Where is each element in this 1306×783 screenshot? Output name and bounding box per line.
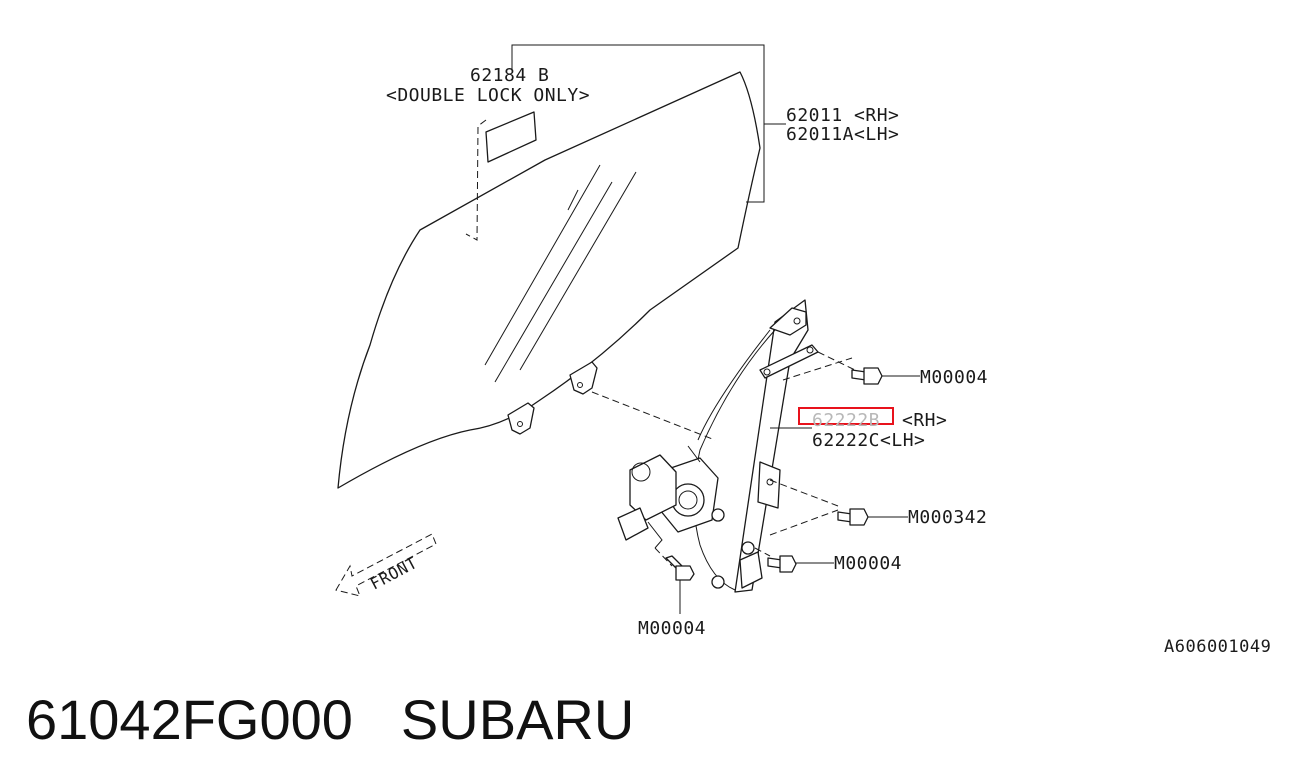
callout-bolt-upper[interactable]: M00004	[920, 367, 988, 388]
part-number: 61042FG000	[26, 688, 353, 751]
regulator-bolt-dashed-lower	[754, 547, 771, 557]
callout-glass-rh[interactable]: 62011 <RH>	[786, 105, 899, 126]
callout-bolt-bottom[interactable]: M00004	[638, 618, 706, 639]
double-lock-seal[interactable]	[485, 111, 537, 163]
window-regulator[interactable]	[617, 299, 819, 593]
regulator-bolt-dashed-mid	[769, 479, 839, 536]
mount-link-dashed	[591, 391, 716, 441]
bolt-bottom[interactable]	[665, 555, 695, 581]
front-arrow: FRONT	[335, 533, 437, 597]
glass-mount-tab-rear	[569, 361, 598, 395]
callout-glass-lh[interactable]: 62011A<LH>	[786, 124, 899, 145]
front-arrow-label: FRONT	[367, 553, 421, 594]
highlight-box	[798, 407, 894, 425]
bolt-mid[interactable]	[837, 508, 869, 526]
regulator-bolt-dashed-bottom	[654, 547, 673, 567]
callout-regulator-rh-number[interactable]: 62222B	[812, 410, 880, 431]
brand-name: SUBARU	[400, 688, 635, 751]
door-glass[interactable]	[337, 71, 761, 489]
bolt-upper[interactable]	[851, 367, 883, 385]
bolt-lower-right[interactable]	[767, 555, 797, 573]
glass-callout-bracket	[511, 44, 765, 203]
drawing-reference: A606001049	[1164, 637, 1271, 657]
seal-dashed-guide	[465, 119, 487, 241]
callout-regulator-rh-side: <RH>	[902, 410, 947, 431]
glass-mount-tab-front	[507, 402, 535, 435]
callout-bolt-lower-right[interactable]: M00004	[834, 553, 902, 574]
footer-caption: 61042FG000 SUBARU	[26, 680, 634, 760]
callout-seal-part[interactable]: 62184 B	[470, 65, 549, 86]
regulator-bolt-dashed-upper	[782, 351, 856, 381]
callout-seal-note: <DOUBLE LOCK ONLY>	[386, 85, 590, 106]
callout-bolt-mid[interactable]: M000342	[908, 507, 987, 528]
callout-regulator-lh[interactable]: 62222C<LH>	[812, 430, 925, 451]
